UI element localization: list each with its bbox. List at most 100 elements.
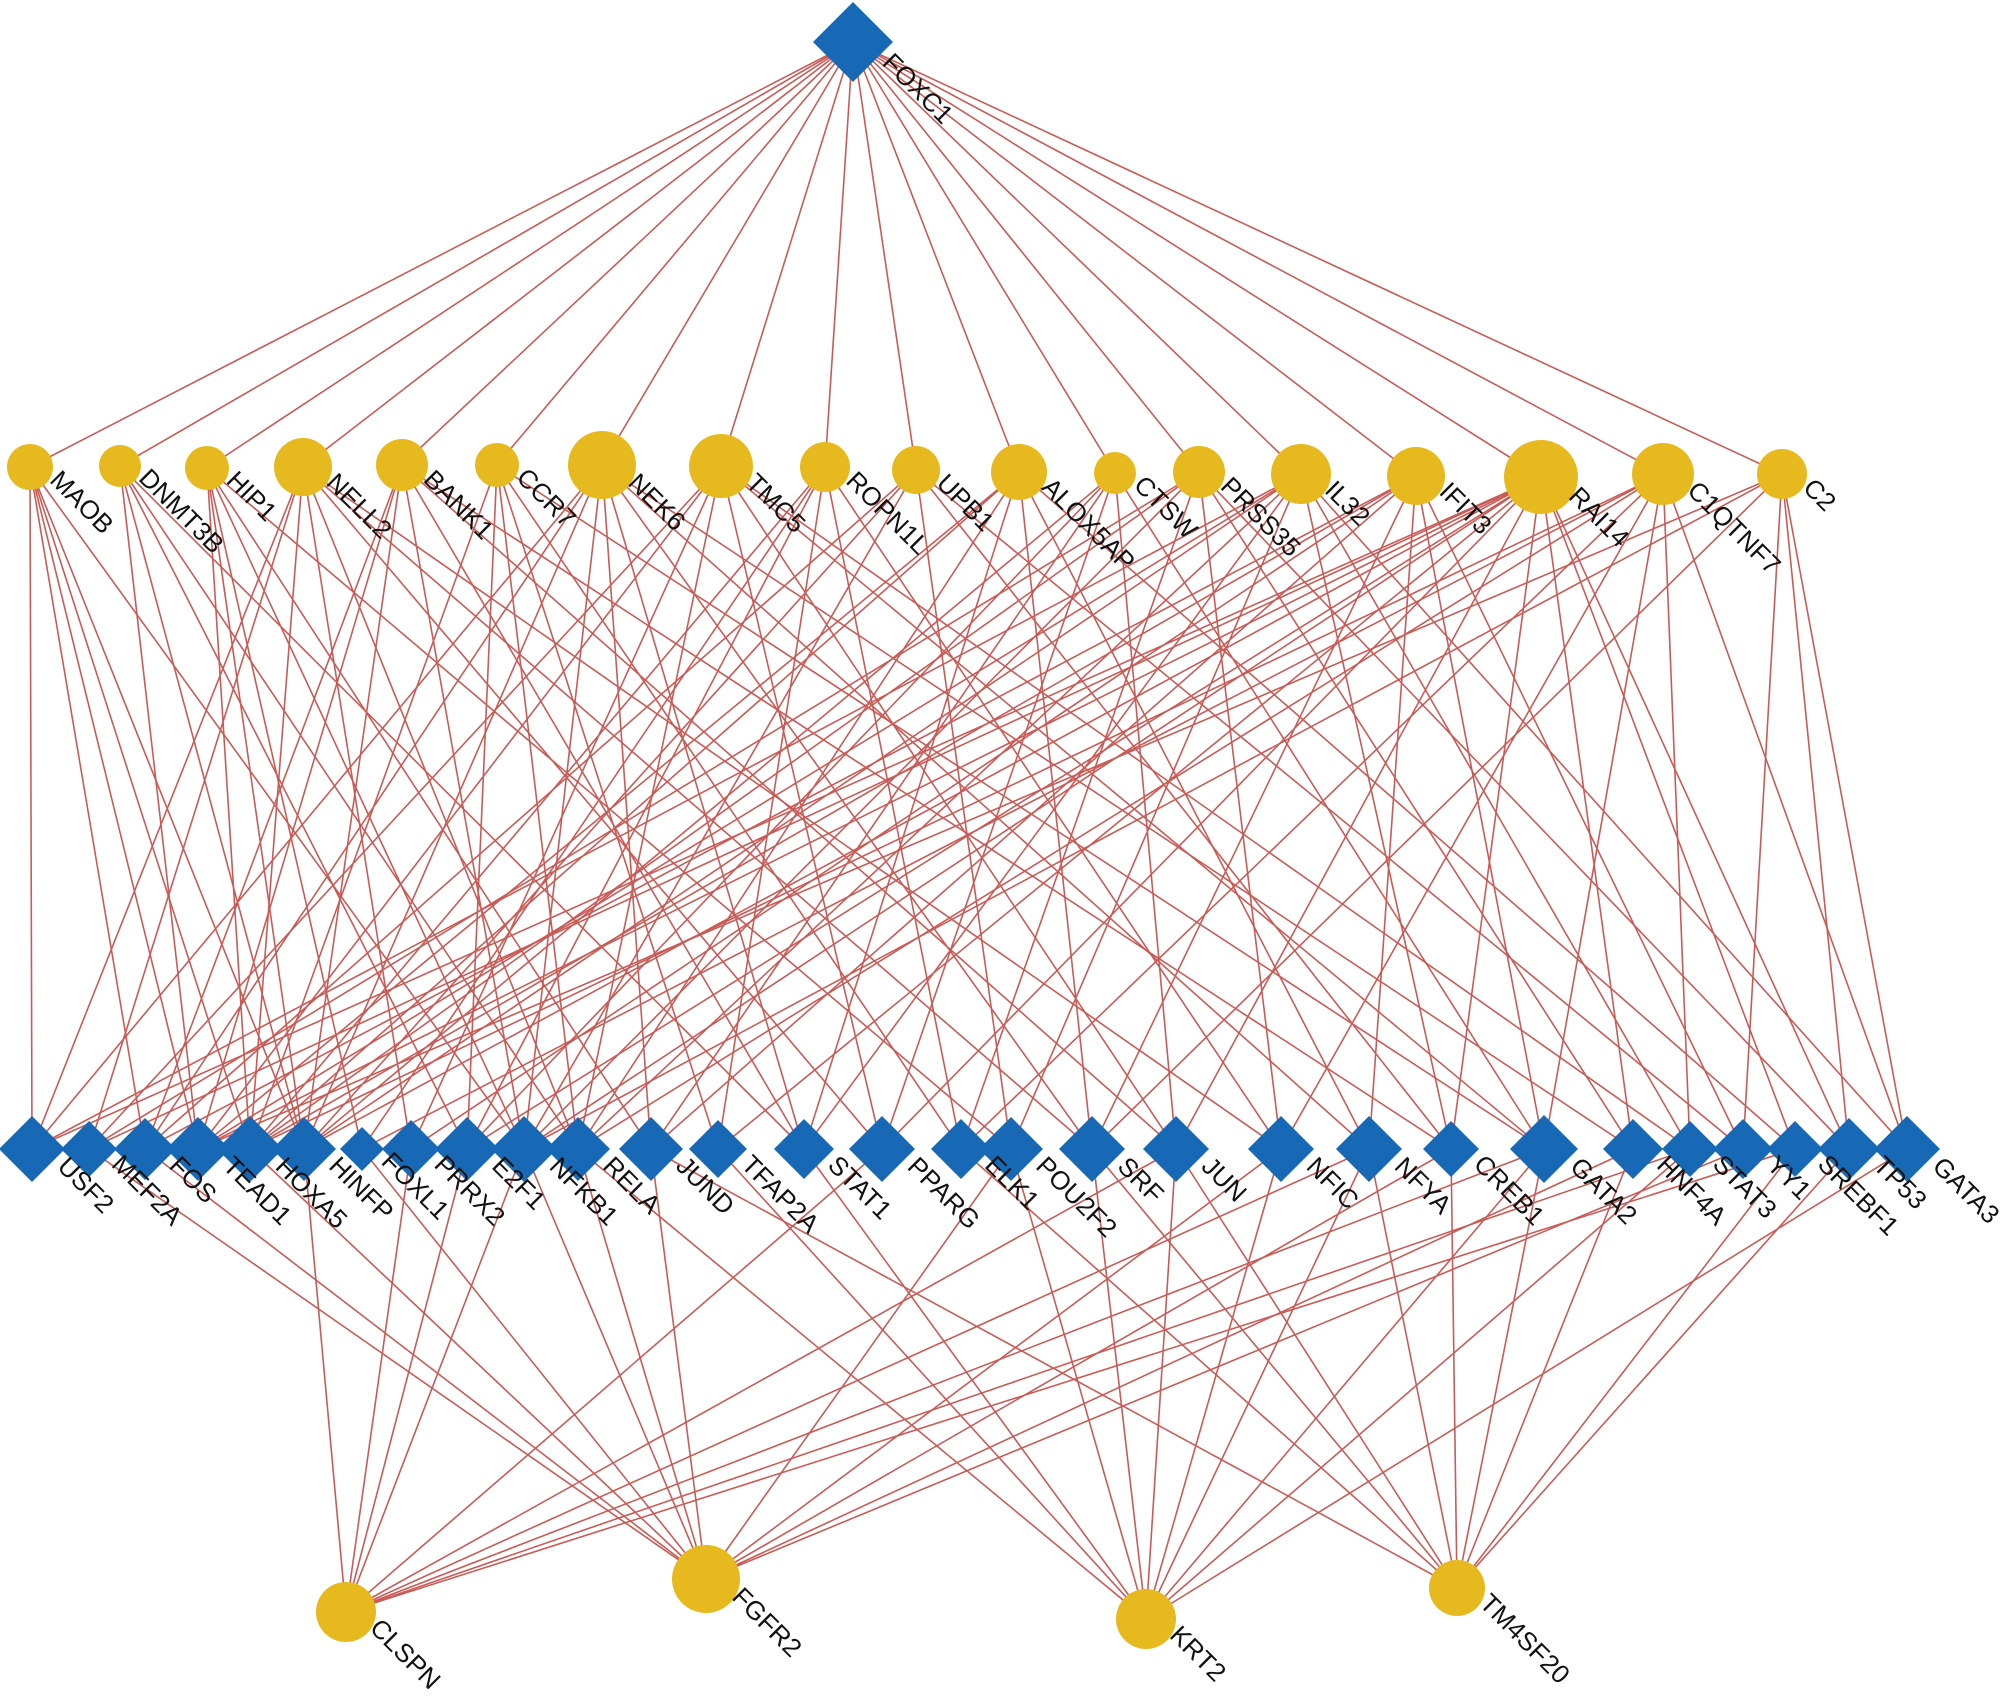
node-label-tm4sf20: TM4SF20: [1474, 1588, 1576, 1690]
edge-tm4sf20-srebf1: [1456, 1148, 1796, 1589]
gene-node-rai14[interactable]: [1504, 440, 1578, 514]
gene-node-il32[interactable]: [1271, 444, 1331, 504]
tf-node-gata3[interactable]: [1874, 1116, 1940, 1182]
edge-tm4sf20-elk1: [960, 1148, 1458, 1589]
tf-node-mef2a[interactable]: [61, 1121, 117, 1177]
edge-fgfr2-creb1: [705, 1148, 1452, 1580]
edge-prss35-hnf4a: [1198, 471, 1634, 1150]
edge-rai14-usf2: [31, 476, 1542, 1150]
edge-fgfr2-yy1: [705, 1148, 1744, 1580]
edge-maob-usf2: [29, 466, 33, 1150]
gene-node-upb1[interactable]: [892, 446, 940, 494]
tf-node-fos[interactable]: [114, 1118, 176, 1180]
edge-bank1-creb1: [401, 464, 1452, 1150]
tf-node-srebf1[interactable]: [1767, 1121, 1823, 1177]
tf-node-tp53[interactable]: [1818, 1118, 1880, 1180]
gene-node-dnmt3b[interactable]: [99, 445, 141, 487]
tf-node-yy1[interactable]: [1713, 1119, 1773, 1179]
tf-node-stat1[interactable]: [774, 1119, 834, 1179]
edge-ropn1l-hoxa5: [249, 466, 826, 1150]
tf-node-hnf4a[interactable]: [1603, 1119, 1663, 1179]
edge-nell2-rela: [302, 466, 579, 1150]
tf-node-stat3[interactable]: [1662, 1121, 1718, 1177]
edge-c1qtnf7-rela: [577, 473, 1664, 1150]
gene-node-ccr7[interactable]: [475, 443, 519, 487]
tf-node-pou2f2[interactable]: [979, 1117, 1043, 1181]
tf-node-foxc1[interactable]: [813, 2, 893, 82]
tf-node-jun[interactable]: [1143, 1116, 1209, 1182]
edge-krt2-nfic: [1145, 1148, 1282, 1620]
tf-node-hoxa5[interactable]: [217, 1116, 283, 1182]
edge-il32-rela: [577, 473, 1302, 1150]
tf-node-nfya[interactable]: [1336, 1116, 1402, 1182]
edge-il32-creb1: [1300, 473, 1452, 1150]
edge-il32-pou2f2: [1010, 473, 1302, 1150]
tf-node-srf[interactable]: [1059, 1116, 1125, 1182]
edge-foxc1-tmc5: [720, 41, 854, 467]
edge-alox5ap-stat1: [803, 471, 1020, 1150]
tf-node-creb1[interactable]: [1423, 1121, 1479, 1177]
tf-node-gata2[interactable]: [1510, 1115, 1578, 1183]
gene-node-nell2[interactable]: [274, 438, 332, 496]
tf-node-e2f1[interactable]: [435, 1117, 499, 1181]
gene-node-krt2[interactable]: [1116, 1589, 1176, 1649]
edge-upb1-pou2f2: [915, 469, 1012, 1150]
tf-node-elk1[interactable]: [931, 1119, 991, 1179]
edge-upb1-nfkb1: [523, 469, 917, 1150]
tf-node-tfap2a[interactable]: [689, 1120, 747, 1178]
tf-node-rela[interactable]: [546, 1117, 610, 1181]
edge-nek6-srf: [601, 464, 1093, 1150]
edge-c2-nfkb1: [523, 473, 1783, 1150]
edge-c2-srf: [1091, 473, 1783, 1150]
edge-alox5ap-srf: [1018, 471, 1093, 1150]
edge-nell2-hoxa5: [249, 466, 304, 1150]
edge-fgfr2-nfic: [705, 1148, 1282, 1580]
tf-node-tead1[interactable]: [166, 1117, 230, 1181]
edge-hip1-hoxa5: [206, 467, 251, 1150]
edge-c1qtnf7-elk1: [960, 473, 1664, 1150]
gene-node-nek6[interactable]: [568, 431, 636, 499]
edge-fgfr2-nfkb1: [523, 1148, 707, 1580]
tf-node-nfic[interactable]: [1248, 1116, 1314, 1182]
edge-ropn1l-nfic: [824, 466, 1282, 1150]
gene-node-tm4sf20[interactable]: [1429, 1560, 1485, 1616]
tf-node-usf2[interactable]: [0, 1116, 65, 1182]
edge-nek6-hnf4a: [601, 464, 1634, 1150]
node-label-clspn: CLSPN: [364, 1613, 447, 1696]
gene-node-ropn1l[interactable]: [800, 442, 850, 492]
edge-krt2-nfya: [1145, 1148, 1370, 1620]
edge-rai14-srebf1: [1540, 476, 1796, 1150]
edge-foxc1-il32: [852, 41, 1302, 475]
edge-nek6-nfkb1: [523, 464, 603, 1150]
gene-node-bank1[interactable]: [376, 439, 428, 491]
tf-node-pparg[interactable]: [849, 1116, 915, 1182]
gene-node-hip1[interactable]: [185, 446, 229, 490]
gene-node-ifit3[interactable]: [1387, 447, 1445, 505]
nodes-layer: [0, 2, 1940, 1649]
gene-node-prss35[interactable]: [1173, 446, 1225, 498]
gene-node-fgfr2[interactable]: [672, 1545, 740, 1613]
gene-node-ctsw[interactable]: [1094, 452, 1136, 494]
edge-ifit3-hoxa5: [249, 475, 1417, 1150]
edge-il32-stat1: [803, 473, 1302, 1150]
gene-node-alox5ap[interactable]: [991, 444, 1047, 500]
gene-node-maob[interactable]: [7, 444, 53, 490]
edge-il32-tead1: [197, 473, 1302, 1150]
edge-ctsw-pparg: [881, 472, 1116, 1150]
tf-node-prrx2[interactable]: [382, 1120, 440, 1178]
edge-foxc1-upb1: [852, 41, 917, 471]
edge-foxc1-maob: [29, 41, 854, 468]
tf-node-nfkb1[interactable]: [491, 1116, 557, 1182]
tf-node-hinfp[interactable]: [272, 1117, 336, 1181]
gene-node-c1qtnf7[interactable]: [1632, 443, 1694, 505]
tf-node-jund[interactable]: [619, 1117, 683, 1181]
tf-node-foxl1[interactable]: [340, 1127, 384, 1171]
edge-tm4sf20-gata2: [1456, 1148, 1545, 1589]
edge-krt2-stat1: [803, 1148, 1147, 1620]
gene-node-clspn[interactable]: [316, 1582, 376, 1642]
gene-node-c2[interactable]: [1757, 449, 1807, 499]
edge-tm4sf20-srf: [1091, 1148, 1458, 1589]
gene-node-tmc5[interactable]: [689, 434, 753, 498]
edge-foxc1-hip1: [206, 41, 854, 469]
edge-ifit3-gata2: [1415, 475, 1545, 1150]
